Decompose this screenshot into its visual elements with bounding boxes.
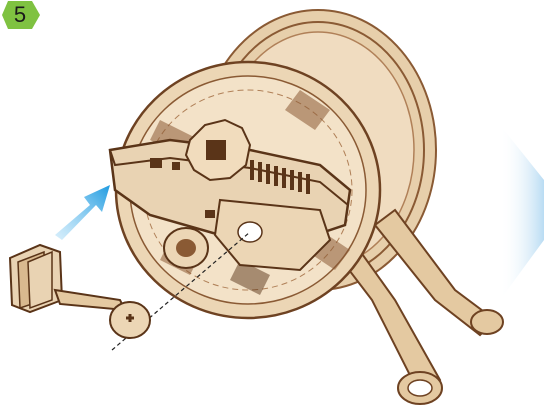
arrow-up-right-icon (55, 185, 110, 240)
loose-part (10, 245, 150, 338)
chevron-right-icon (500, 125, 544, 300)
